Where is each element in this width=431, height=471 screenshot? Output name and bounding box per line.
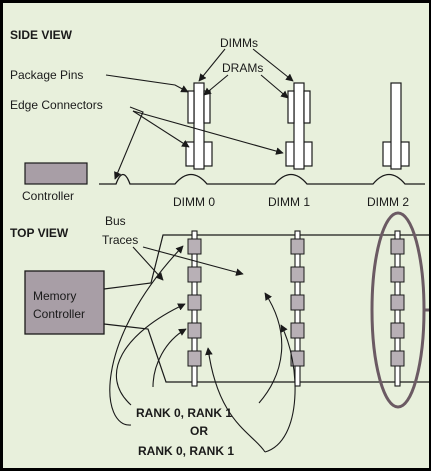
top-dimm-2 xyxy=(390,230,405,387)
drams-label: DRAMs xyxy=(222,61,263,75)
side-dimm-0 xyxy=(185,82,213,170)
bus-traces xyxy=(103,234,429,383)
side-controller-box xyxy=(24,162,88,185)
memory-controller-line2: Controller xyxy=(33,307,85,321)
package-pins-label: Package Pins xyxy=(10,68,83,82)
rank-callout-curves xyxy=(109,245,296,453)
memory-controller-line1: Memory xyxy=(33,289,76,303)
bus-label: Bus xyxy=(105,214,126,228)
side-dimm-1 xyxy=(285,82,313,170)
dimms-label: DIMMs xyxy=(220,36,258,50)
side-dimm-1-label: DIMM 1 xyxy=(268,195,310,209)
rank-text-line1: RANK 0, RANK 1 xyxy=(136,406,232,420)
traces-label: Traces xyxy=(102,233,138,247)
edge-connectors-label: Edge Connectors xyxy=(10,98,103,112)
diagram-frame: SIDE VIEW DIMMs DRAMs Package Pins Edge … xyxy=(3,3,429,468)
side-callout-arrows xyxy=(105,48,294,180)
memory-topology-diagram: SIDE VIEW DIMMs DRAMs Package Pins Edge … xyxy=(10,28,429,458)
side-dimm-0-label: DIMM 0 xyxy=(173,195,215,209)
memory-controller-box xyxy=(24,270,105,335)
top-dimm-0 xyxy=(187,230,202,387)
side-dimm-2 xyxy=(382,82,410,170)
side-dimm-2-label: DIMM 2 xyxy=(367,195,409,209)
side-view-heading: SIDE VIEW xyxy=(10,28,73,42)
top-view-heading: TOP VIEW xyxy=(10,226,69,240)
side-bus-line xyxy=(99,173,425,185)
rank-text-or: OR xyxy=(190,424,208,438)
top-dimm-1 xyxy=(290,230,305,387)
rank-text-line3: RANK 0, RANK 1 xyxy=(138,444,234,458)
controller-label: Controller xyxy=(22,189,74,203)
